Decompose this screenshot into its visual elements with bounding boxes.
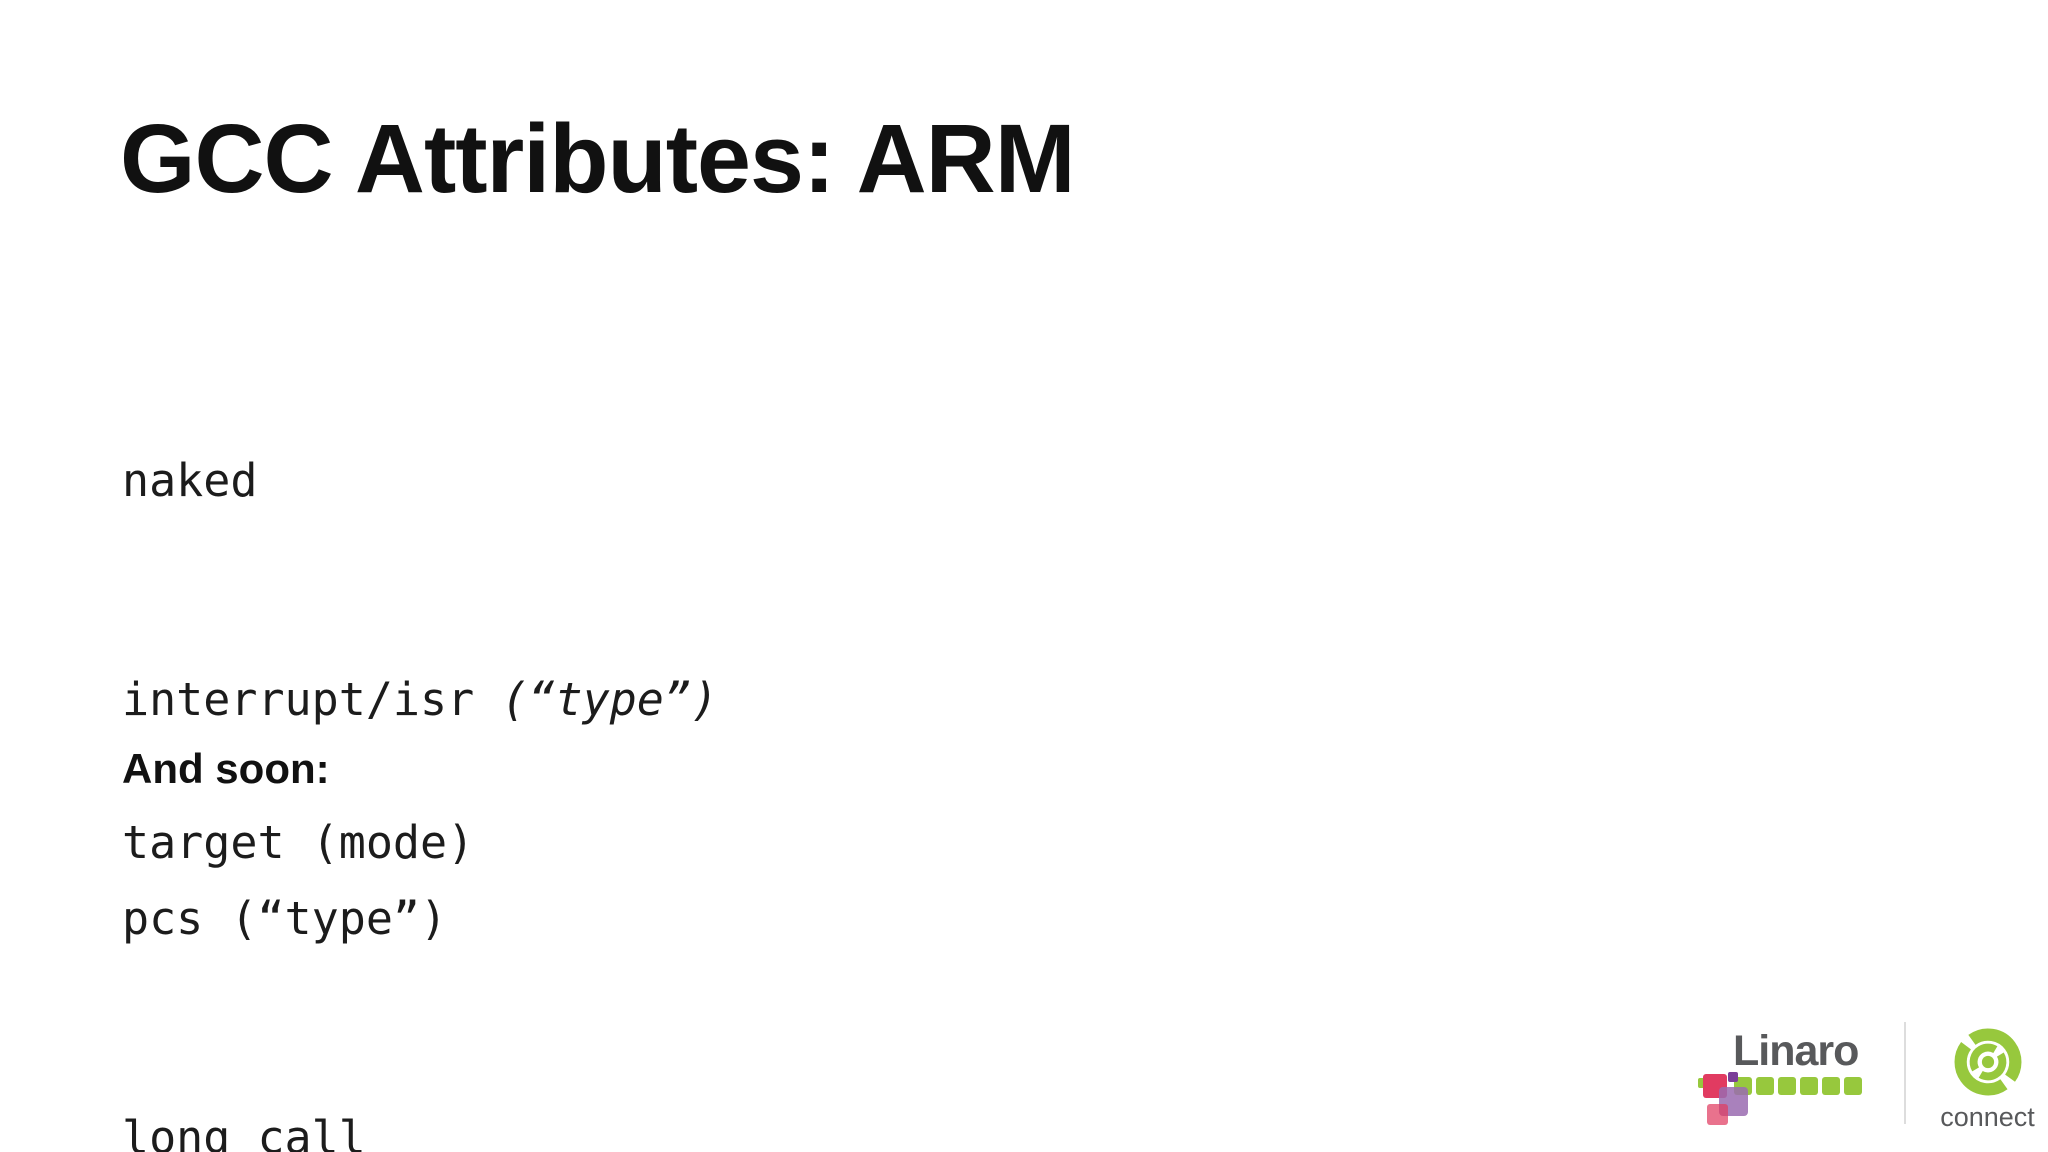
connect-spiral-icon (1954, 1028, 2021, 1096)
attribute-line: long_call (122, 1101, 718, 1152)
slide-title: GCC Attributes: ARM (120, 104, 1076, 213)
attribute-argument: (“type”) (501, 673, 719, 726)
logo-divider (1904, 1022, 1906, 1124)
linaro-square (1800, 1077, 1818, 1095)
attribute-line: naked (122, 444, 718, 517)
linaro-square (1778, 1077, 1796, 1095)
linaro-square (1822, 1077, 1840, 1095)
coming-soon-attribute: target (mode) (122, 816, 475, 869)
attribute-text: pcs (“type”) (122, 892, 448, 945)
linaro-wordmark: Linaro (1733, 1027, 1859, 1075)
attribute-text: interrupt/isr (122, 673, 502, 726)
attribute-line: pcs (“type”) (122, 882, 718, 955)
attribute-list: naked interrupt/isr (“type”) pcs (“type”… (122, 298, 718, 1152)
linaro-squares-icon (1734, 1077, 1862, 1095)
attribute-text: naked (122, 454, 258, 507)
linaro-square (1844, 1077, 1862, 1095)
attribute-text: long_call (122, 1111, 366, 1152)
and-soon-label: And soon: (122, 745, 330, 792)
linaro-cluster-pink-square-2 (1707, 1104, 1728, 1125)
connect-wordmark: connect (1940, 1102, 2035, 1132)
linaro-logo: Linaro (1695, 1028, 1880, 1128)
connect-logo: connect (1940, 1026, 2035, 1132)
linaro-cluster-dark-purple-square (1728, 1072, 1738, 1082)
linaro-square (1756, 1077, 1774, 1095)
attribute-line: interrupt/isr (“type”) (122, 663, 718, 736)
